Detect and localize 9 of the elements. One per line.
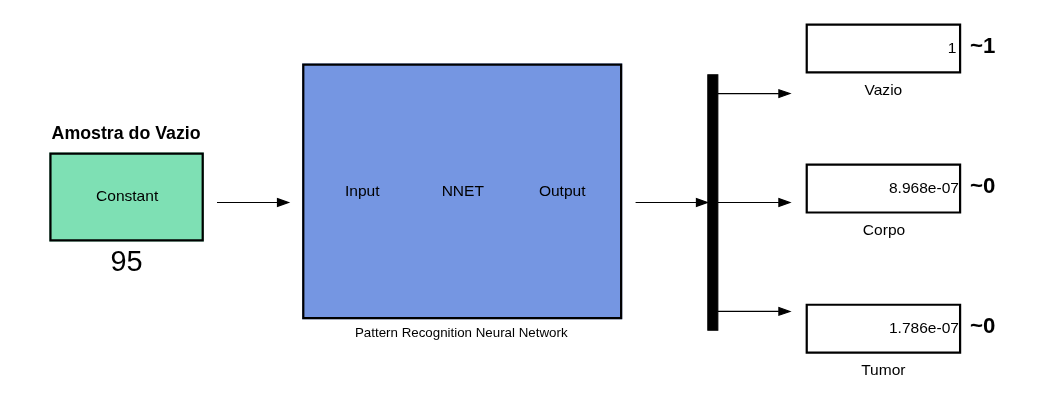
node-label: ~0 [969,173,995,199]
node-label: ~1 [969,33,995,59]
node-label: Amostra do Vazio [51,122,201,143]
node-label: Tumor [860,360,906,378]
node-label: Corpo [862,220,905,238]
node-label: Vazio [864,80,902,98]
node-label: 95 [109,245,143,278]
node-label: ~0 [969,313,995,339]
node-label: Pattern Recognition Neural Network [354,324,568,340]
